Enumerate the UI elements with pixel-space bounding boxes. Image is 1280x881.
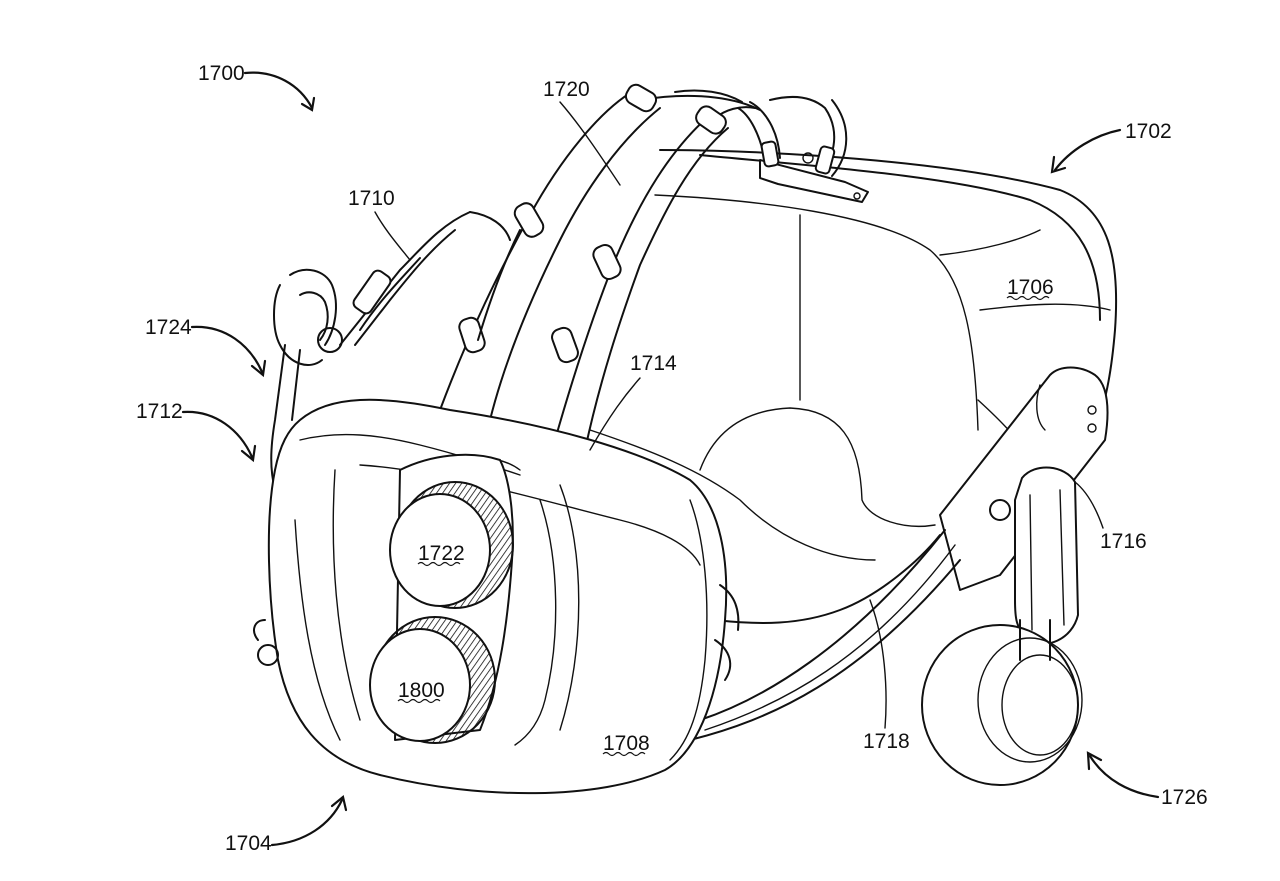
label-1800: 1800 xyxy=(398,679,445,702)
lower-camera xyxy=(369,616,496,744)
label-1718: 1718 xyxy=(863,730,910,753)
label-1722: 1722 xyxy=(418,542,465,565)
label-1720: 1720 xyxy=(543,78,590,101)
right-side-strap xyxy=(939,366,1109,645)
label-1716: 1716 xyxy=(1100,530,1147,553)
rear-housing xyxy=(589,149,1118,561)
top-strap xyxy=(439,83,761,451)
lower-strap xyxy=(689,529,961,741)
label-1726: 1726 xyxy=(1161,786,1208,809)
upper-camera xyxy=(389,481,514,609)
label-1714: 1714 xyxy=(630,352,677,375)
label-1706: 1706 xyxy=(1007,276,1054,299)
reference-numerals: 1700 1702 1704 1706 1708 1710 1712 1714 … xyxy=(136,62,1208,855)
top-strap-mount xyxy=(737,95,869,203)
reference-leaders xyxy=(181,71,1160,847)
label-1710: 1710 xyxy=(348,187,395,210)
label-1702: 1702 xyxy=(1125,120,1172,143)
label-1708: 1708 xyxy=(603,732,650,755)
right-headphone xyxy=(921,619,1083,786)
numeral-underlines xyxy=(397,295,1050,757)
label-1700: 1700 xyxy=(198,62,245,85)
label-1704: 1704 xyxy=(225,832,272,855)
label-1724: 1724 xyxy=(145,316,192,339)
label-1712: 1712 xyxy=(136,400,183,423)
